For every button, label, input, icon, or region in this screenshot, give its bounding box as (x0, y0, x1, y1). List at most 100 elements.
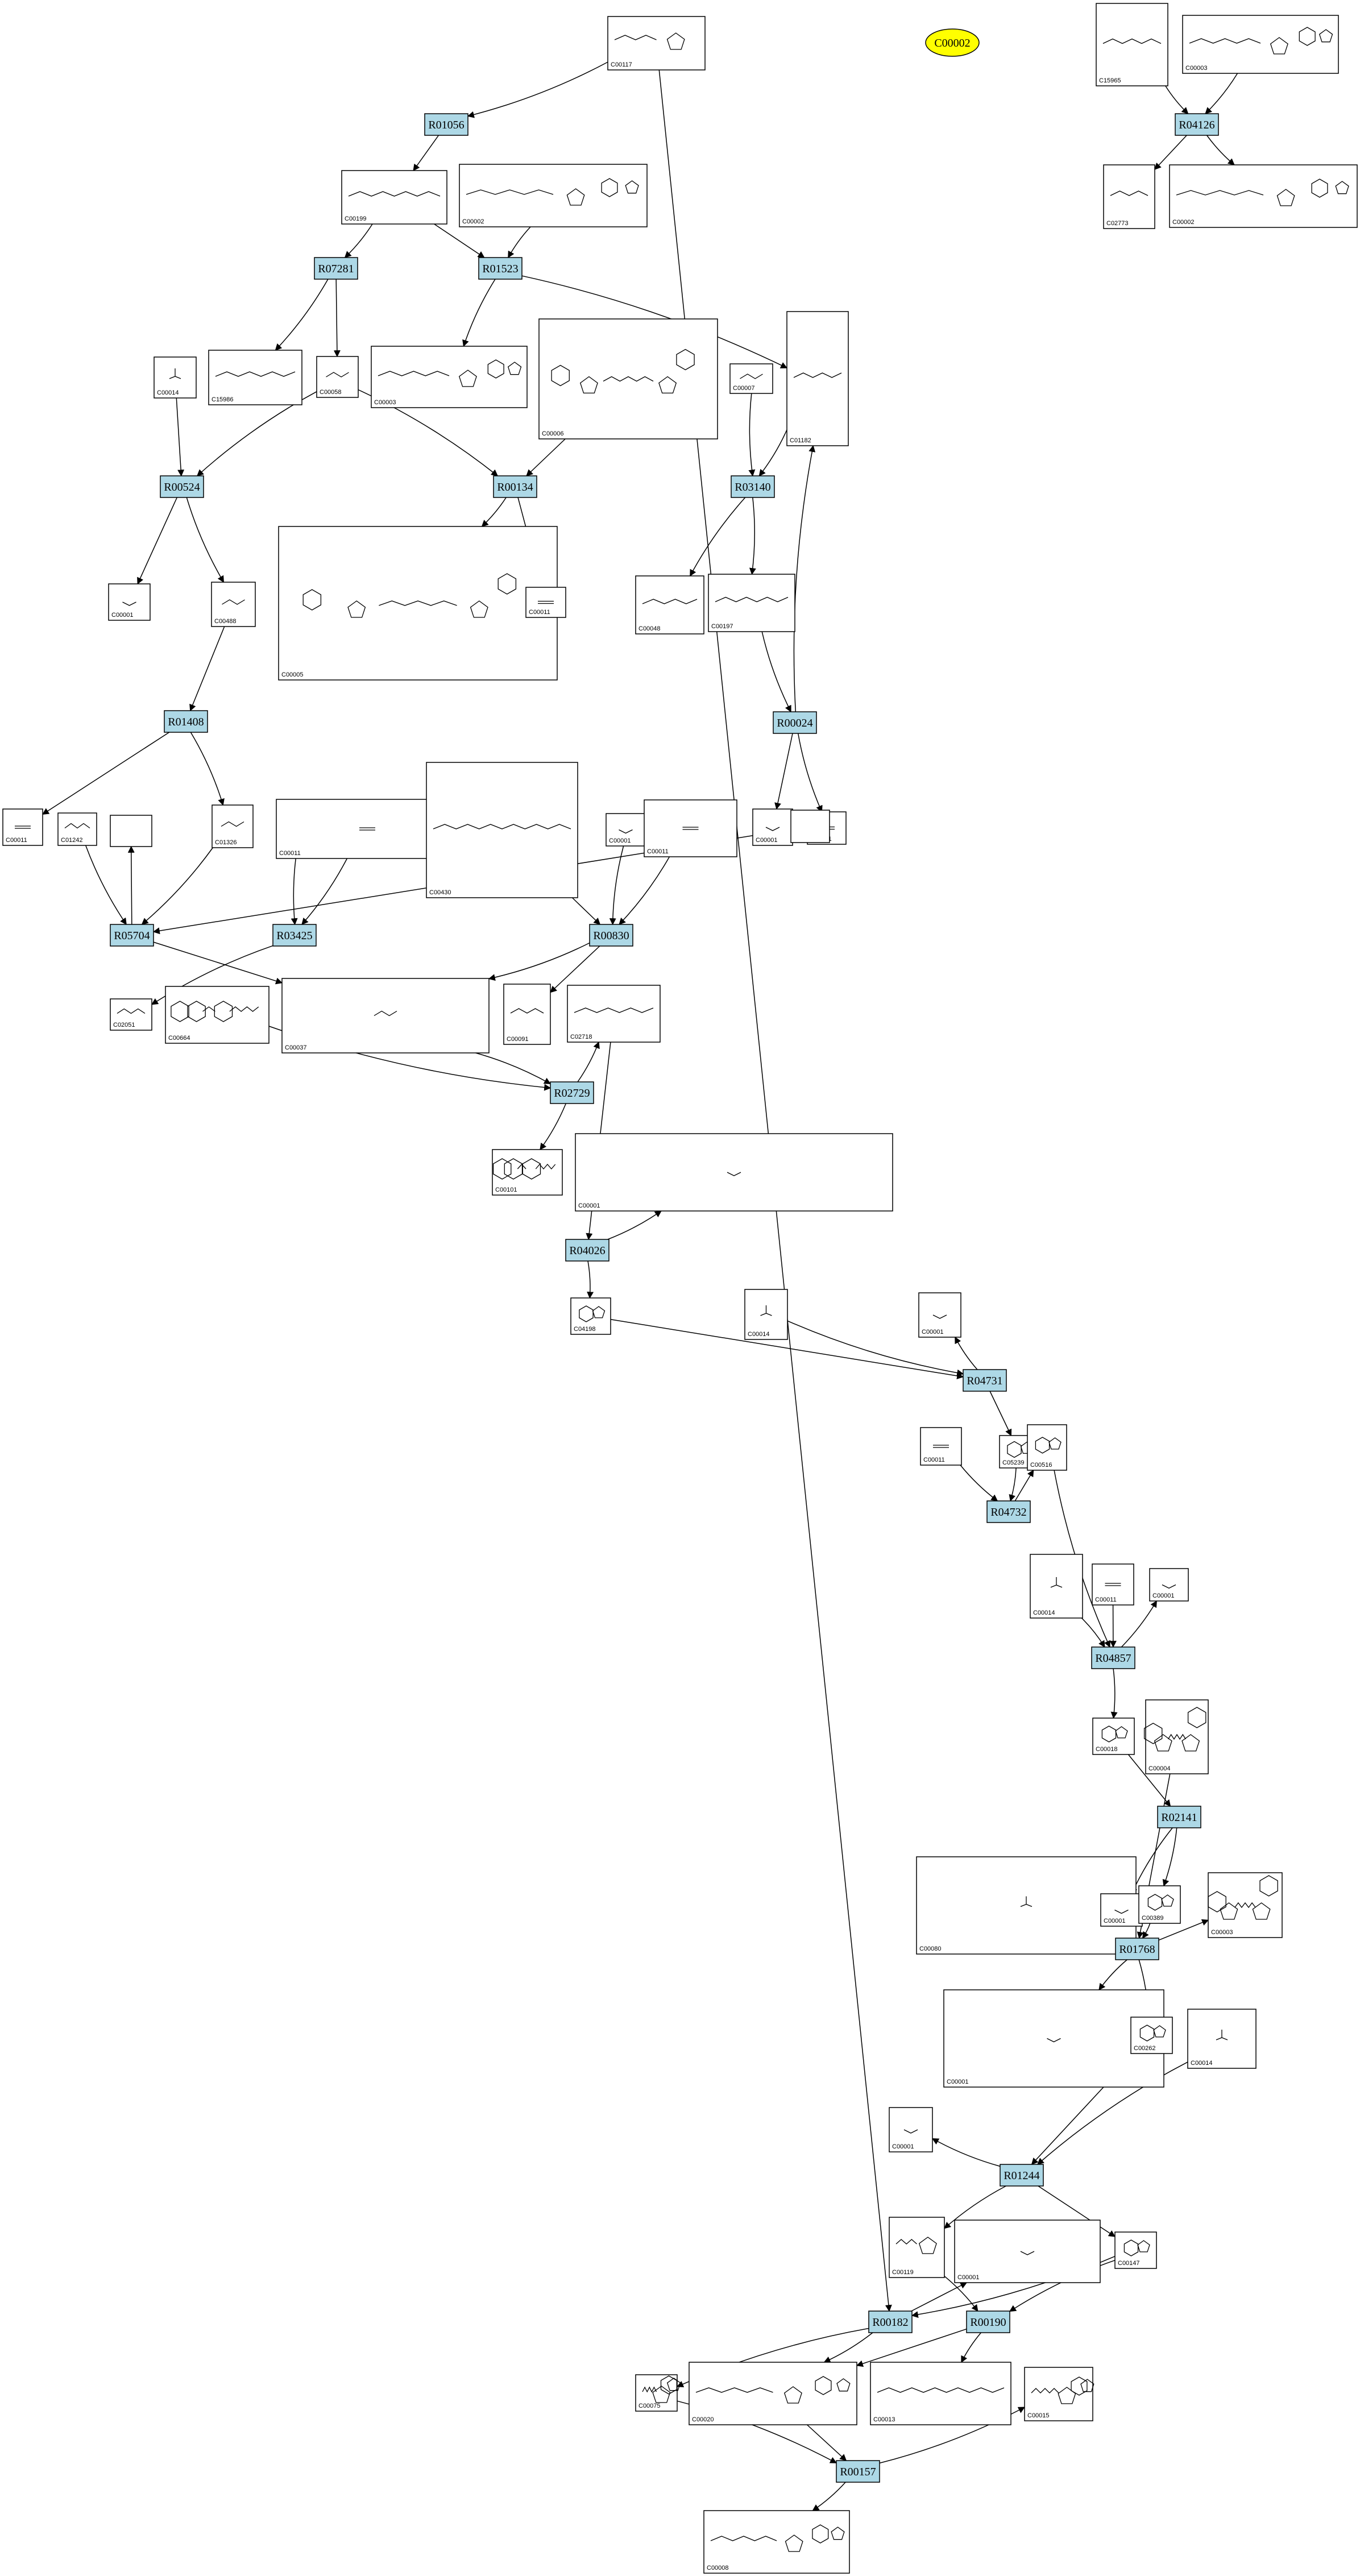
compound-node-C00014[interactable]: C00014 (1187, 2009, 1257, 2069)
reaction-node-R05704[interactable]: R05704 (110, 924, 154, 947)
reaction-node-R00190[interactable]: R00190 (966, 2310, 1010, 2333)
compound-node-C00015[interactable]: C00015 (1024, 2367, 1094, 2421)
reaction-node-R00182[interactable]: R00182 (868, 2310, 913, 2333)
compound-node-C00488[interactable]: C00488 (211, 582, 256, 627)
compound-node-C00011[interactable]: C00011 (920, 1427, 962, 1466)
compound-node-C00011[interactable]: C00011 (525, 587, 566, 618)
compound-node-C00001[interactable]: C00001 (954, 2220, 1101, 2283)
compound-node-C00058[interactable]: C00058 (316, 356, 359, 398)
compound-node-C00075[interactable]: C00075 (635, 2374, 681, 2412)
compound-node-C00117[interactable]: C00117 (607, 16, 706, 70)
compound-node-C00516[interactable]: C00516 (1027, 1424, 1067, 1471)
compound-id-label: C01326 (215, 839, 237, 846)
structure-sketch (1035, 1437, 1062, 1454)
compound-node-C00001[interactable]: C00001 (1100, 1893, 1143, 1927)
compound-node-C00003[interactable]: C00003 (371, 346, 528, 408)
compound-node-C02718[interactable]: C02718 (567, 985, 661, 1043)
edge-11 (462, 279, 496, 347)
compound-box (918, 1292, 961, 1338)
reaction-node-R00024[interactable]: R00024 (773, 711, 817, 734)
edge-53 (787, 1320, 964, 1376)
compound-node-C00003[interactable]: C00003 (1208, 1872, 1283, 1938)
compound-node-C00037[interactable]: C00037 (281, 978, 490, 1053)
compound-node-C01182[interactable]: C01182 (786, 311, 849, 446)
compound-node-C02051[interactable]: C02051 (110, 998, 152, 1031)
compound-node-empty-30[interactable] (790, 810, 830, 843)
compound-node-C00013[interactable]: C00013 (870, 2362, 1011, 2425)
reaction-node-R04731[interactable]: R04731 (963, 1369, 1007, 1392)
compound-node-C02773[interactable]: C02773 (1103, 164, 1155, 229)
compound-node-C00147[interactable]: C00147 (1114, 2231, 1157, 2269)
compound-node-C00011[interactable]: C00011 (644, 799, 737, 857)
compound-node-C00119[interactable]: C00119 (889, 2217, 945, 2278)
reaction-node-R04732[interactable]: R04732 (986, 1500, 1031, 1523)
compound-node-C00014[interactable]: C00014 (154, 356, 197, 399)
compound-node-C00002[interactable]: C00002 (1169, 164, 1358, 228)
reaction-node-R00524[interactable]: R00524 (160, 475, 204, 498)
compound-node-C00006[interactable]: C00006 (538, 318, 718, 439)
compound-node-C00011[interactable]: C00011 (2, 808, 43, 846)
reaction-node-R00830[interactable]: R00830 (589, 924, 633, 947)
compound-node-C15965[interactable]: C15965 (1096, 3, 1168, 86)
compound-node-C00001[interactable]: C00001 (943, 1989, 1164, 2088)
compound-node-C00020[interactable]: C00020 (689, 2362, 857, 2425)
compound-node-C00197[interactable]: C00197 (708, 574, 795, 632)
reaction-label: R04731 (967, 1375, 1002, 1387)
compound-node-C00664[interactable]: C00664 (165, 986, 269, 1044)
reaction-node-R01244[interactable]: R01244 (1000, 2164, 1044, 2187)
compound-node-C00262[interactable]: C00262 (1130, 2017, 1173, 2054)
compound-node-C15986[interactable]: C15986 (208, 350, 302, 405)
reaction-node-R07281[interactable]: R07281 (314, 257, 358, 280)
reaction-node-R01523[interactable]: R01523 (478, 257, 523, 280)
compound-node-C00001[interactable]: C00001 (752, 808, 793, 846)
reaction-node-R01768[interactable]: R01768 (1115, 1938, 1159, 1960)
compound-node-C00007[interactable]: C00007 (729, 363, 773, 394)
reaction-box (836, 2460, 880, 2483)
reaction-label: R07281 (318, 263, 354, 275)
compound-node-C00001[interactable]: C00001 (606, 813, 646, 847)
edge-54 (955, 1336, 978, 1370)
compound-node-C01326[interactable]: C01326 (212, 804, 254, 848)
compound-node-C00101[interactable]: C00101 (492, 1149, 563, 1196)
edge-21 (481, 497, 507, 527)
compound-node-C00008[interactable]: C00008 (703, 2510, 850, 2574)
compound-node-C00004[interactable]: C00004 (1143, 1699, 1209, 1774)
compound-node-C00199[interactable]: C00199 (341, 170, 447, 225)
reaction-node-R00157[interactable]: R00157 (836, 2460, 880, 2483)
compound-node-C00001[interactable]: C00001 (1149, 1568, 1189, 1602)
compound-node-C04198[interactable]: C04198 (570, 1297, 611, 1335)
compound-node-C00014[interactable]: C00014 (744, 1289, 788, 1340)
compound-node-C00080[interactable]: C00080 (916, 1856, 1137, 1955)
reaction-node-R03140[interactable]: R03140 (731, 475, 775, 498)
reaction-node-R04126[interactable]: R04126 (1175, 113, 1219, 136)
compound-node-C01242[interactable]: C01242 (57, 812, 97, 846)
compound-node-C00048[interactable]: C00048 (635, 575, 704, 634)
compound-node-C00011[interactable]: C00011 (1092, 1563, 1134, 1606)
compound-node-C00001[interactable]: C00001 (108, 583, 151, 621)
compound-node-C00389[interactable]: C00389 (1138, 1885, 1181, 1924)
compound-node-empty-31[interactable] (110, 815, 152, 847)
compound-node-C00001[interactable]: C00001 (889, 2107, 933, 2152)
reaction-node-R01408[interactable]: R01408 (164, 710, 208, 733)
compound-node-C00003[interactable]: C00003 (1182, 15, 1339, 74)
reaction-node-R01056[interactable]: R01056 (424, 113, 468, 136)
reaction-node-R04857[interactable]: R04857 (1091, 1646, 1135, 1669)
compound-node-C00430[interactable]: C00430 (426, 762, 578, 898)
reaction-node-R02729[interactable]: R02729 (550, 1081, 594, 1104)
edge-52 (610, 1318, 964, 1379)
reaction-node-R03425[interactable]: R03425 (272, 924, 317, 947)
compound-id-label: C00058 (320, 389, 342, 396)
compound-box (341, 170, 447, 225)
compound-node-C00005[interactable]: C00005 (278, 526, 558, 681)
compound-node-C00001[interactable]: C00001 (918, 1292, 961, 1338)
compound-node-C00014[interactable]: C00014 (1030, 1554, 1083, 1619)
highlighted-compound[interactable]: C00002 (925, 28, 980, 57)
reaction-node-R00134[interactable]: R00134 (493, 475, 537, 498)
reaction-node-R02141[interactable]: R02141 (1157, 1806, 1201, 1828)
reaction-node-R04026[interactable]: R04026 (565, 1239, 609, 1262)
compound-node-C00001[interactable]: C00001 (575, 1133, 893, 1212)
compound-node-C00002[interactable]: C00002 (459, 164, 648, 227)
compound-node-C00091[interactable]: C00091 (503, 984, 551, 1045)
compound-node-C00018[interactable]: C00018 (1092, 1718, 1135, 1755)
